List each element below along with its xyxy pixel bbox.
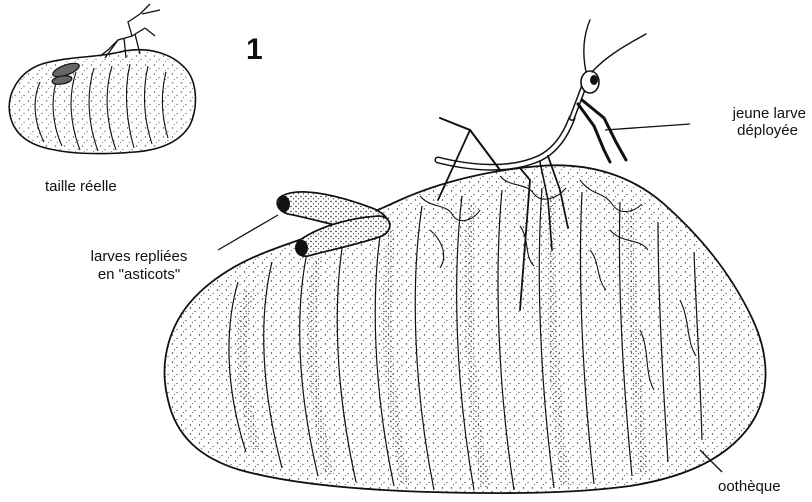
leader-line-young-larva xyxy=(605,124,690,130)
ootheca-label: oothèque xyxy=(718,478,781,495)
real-size-label: taille réelle xyxy=(45,178,117,195)
small-ootheca xyxy=(9,4,195,154)
young-larva-label-line2: déployée xyxy=(696,122,798,139)
young-larva-label-line1: jeune larve xyxy=(696,105,806,122)
leader-line-folded-larvae xyxy=(218,215,278,250)
folded-larvae-label-line2: en "asticots" xyxy=(54,266,224,283)
large-ootheca xyxy=(165,165,766,493)
folded-larvae-label-line1: larves repliées xyxy=(54,248,224,265)
figure-number: 1 xyxy=(246,35,263,65)
